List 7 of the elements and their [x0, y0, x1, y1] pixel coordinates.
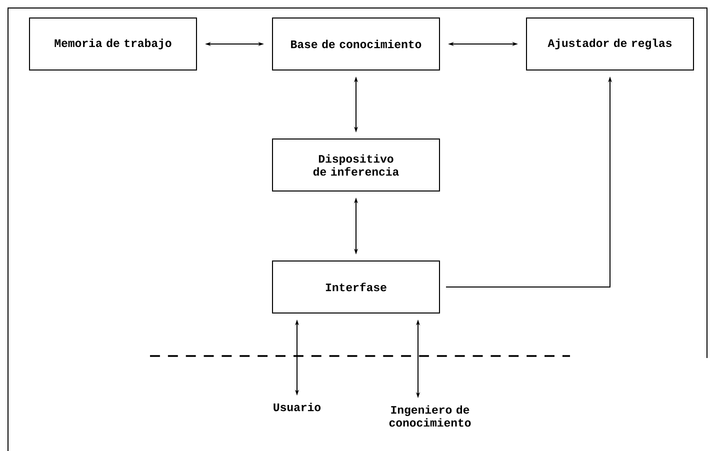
process-box: Interfase	[272, 260, 440, 314]
process-box: Base de conocimiento	[272, 18, 440, 70]
process-box: Ajustador de reglas	[526, 18, 694, 70]
node-label: Usuario	[274, 402, 321, 412]
node-label: Ingeniero de conocimiento	[389, 405, 471, 427]
process-box: Memoria de trabajo	[29, 18, 197, 70]
process-box: Dispositivo de inferencia	[272, 138, 440, 192]
